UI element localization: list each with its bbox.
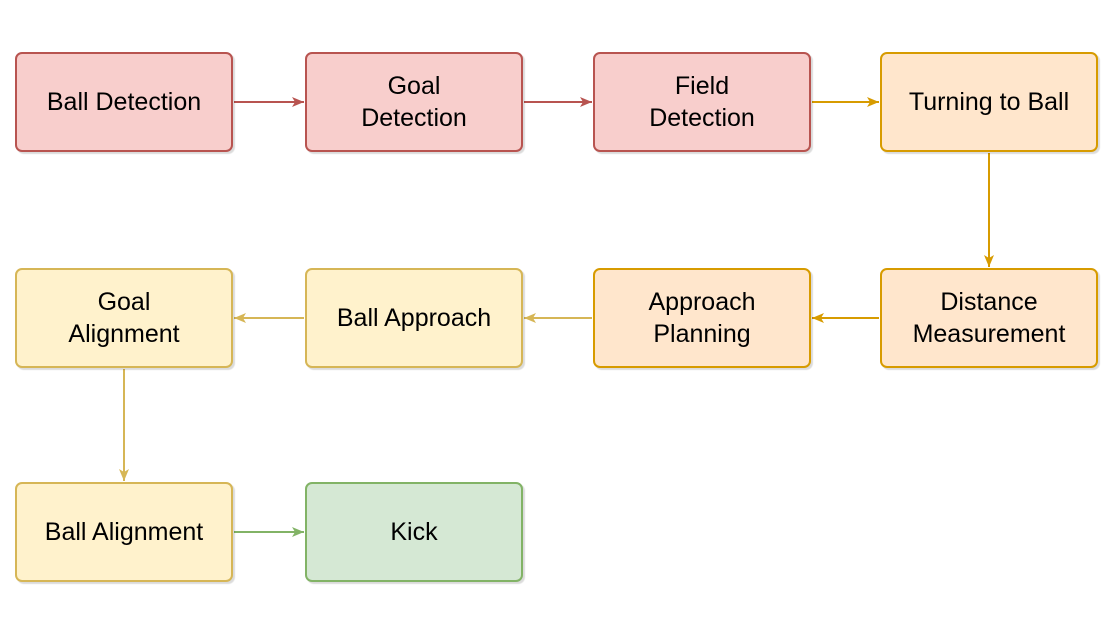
node-label: Field Detection [649,72,755,132]
node-label: Approach Planning [648,288,756,348]
node-ball-detection: Ball Detection [15,52,233,152]
node-goal-detection: Goal Detection [305,52,523,152]
node-ball-alignment: Ball Alignment [15,482,233,582]
node-field-detection: Field Detection [593,52,811,152]
node-label: Goal Alignment [68,288,180,348]
node-label: Kick [390,518,438,546]
node-label: Turning to Ball [908,88,1070,116]
node-label: Ball Approach [336,304,492,332]
node-label: Ball Detection [46,88,202,116]
node-goal-alignment: Goal Alignment [15,268,233,368]
node-turning-to-ball: Turning to Ball [880,52,1098,152]
node-approach-planning: Approach Planning [593,268,811,368]
node-label: Distance Measurement [912,288,1066,348]
node-label: Goal Detection [361,72,467,132]
node-label: Ball Alignment [44,518,204,546]
node-distance-measurement: Distance Measurement [880,268,1098,368]
node-kick: Kick [305,482,523,582]
node-ball-approach: Ball Approach [305,268,523,368]
